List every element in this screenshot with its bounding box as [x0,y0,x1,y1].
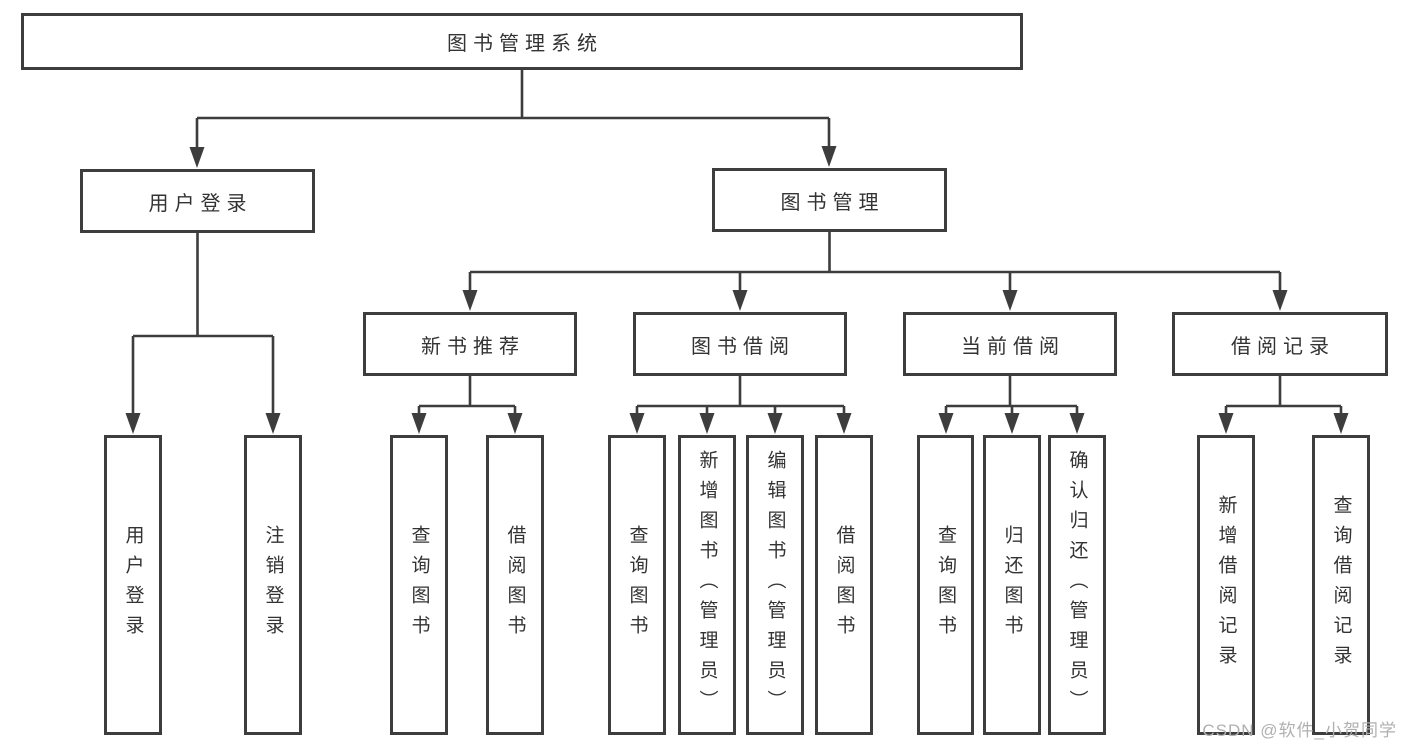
arrowhead [125,413,141,434]
arrowhead [1218,413,1234,434]
connector-user-login-to-leaves [125,233,281,434]
node-book-management: 图书管理 [712,168,947,232]
connector-current-borrow-to-leaves [938,376,1085,434]
leaf-query-books: 查询图书 [608,435,666,735]
arrowhead [507,413,523,434]
arrowhead [1069,413,1085,434]
node-root-library-system: 图书管理系统 [21,13,1023,70]
leaf-user-login: 用户登录 [104,435,162,735]
arrowhead [1002,290,1018,311]
leaf-query-books: 查询图书 [917,435,974,735]
node-new-book-recommend: 新书推荐 [363,312,577,376]
node-user-login: 用户登录 [80,169,315,233]
connector-borrow-record-to-leaves [1218,376,1349,434]
leaf-borrow-books: 借阅图书 [815,435,873,735]
arrowhead [1272,290,1288,311]
leaf-edit-books-admin: 编辑图书（管理员） [746,435,804,735]
connector-book-borrow-to-leaves [629,376,852,434]
leaf-add-books-admin: 新增图书（管理员） [678,435,736,735]
arrowhead [938,413,954,434]
node-current-borrow: 当前借阅 [903,312,1117,376]
arrowhead [821,146,837,167]
leaf-add-borrow-record: 新增借阅记录 [1197,435,1255,735]
arrowhead [411,413,427,434]
arrowhead [1333,413,1349,434]
arrowhead [732,290,748,311]
leaf-confirm-return-admin: 确认归还（管理员） [1048,435,1106,735]
arrowhead [265,413,281,434]
leaf-borrow-books: 借阅图书 [486,435,544,735]
node-borrow-record: 借阅记录 [1172,312,1388,376]
connector-new-book-rec-to-leaves [411,376,523,434]
leaf-query-borrow-record: 查询借阅记录 [1312,435,1370,735]
leaf-logout: 注销登录 [244,435,302,735]
connector-book-mgmt-to-level3 [462,232,1288,311]
arrowhead [629,413,645,434]
arrowhead [1004,413,1020,434]
csdn-watermark: CSDN @软件_小贺同学 [1202,721,1397,740]
leaf-return-books: 归还图书 [983,435,1041,735]
arrowhead [836,413,852,434]
connector-root-to-level2 [189,70,837,168]
arrowhead [462,290,478,311]
arrowhead [189,147,205,168]
node-book-borrow: 图书借阅 [633,312,847,376]
arrowhead [699,413,715,434]
leaf-query-books: 查询图书 [390,435,448,735]
arrowhead [767,413,783,434]
